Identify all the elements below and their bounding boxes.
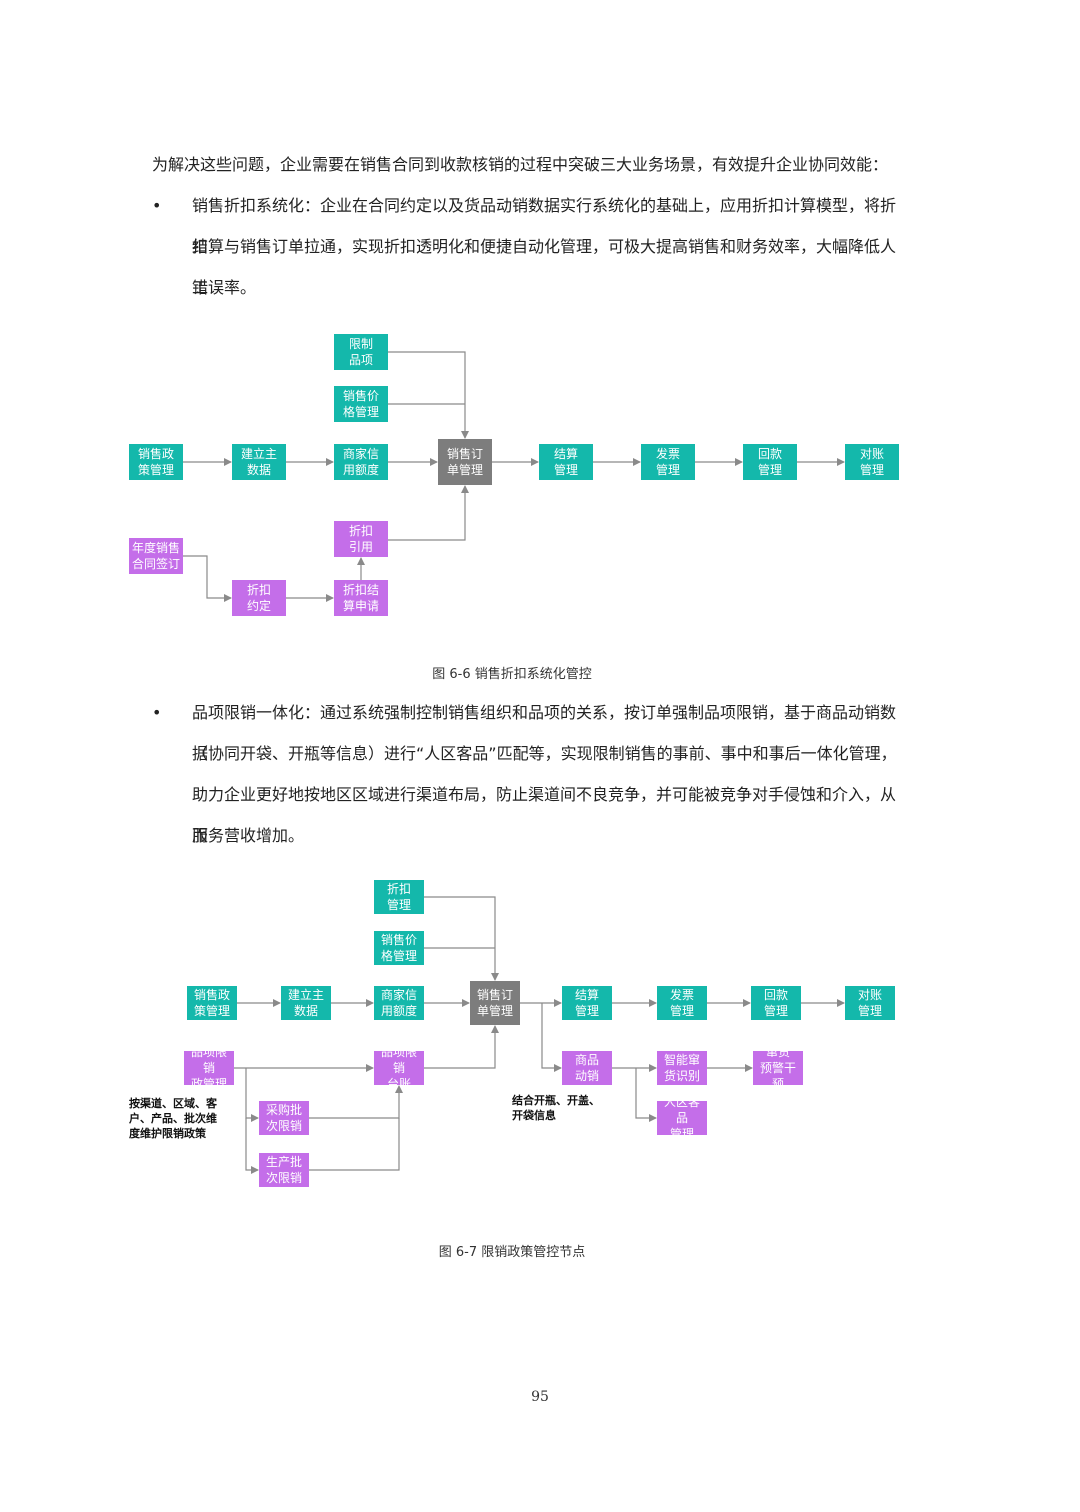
node-settlement: 结算管理 bbox=[539, 444, 593, 480]
node-discount-ref: 折扣引用 bbox=[334, 521, 388, 557]
node-limit-items: 限制品项 bbox=[334, 334, 388, 370]
node-price-mgmt-2: 销售价格管理 bbox=[374, 931, 424, 965]
intro-paragraph: 为解决这些问题，企业需要在销售合同到收款核销的过程中突破三大业务场景，有效提升企… bbox=[152, 155, 889, 174]
f2-arrow-ledger-order bbox=[424, 1025, 499, 1069]
note-left: 按渠道、区域、客 户、产品、批次维 度维护限销政策 bbox=[129, 1097, 217, 1140]
f1-arrow-contract-agree bbox=[183, 555, 232, 602]
node-invoice-2: 发票管理 bbox=[657, 986, 707, 1020]
node-price-mgmt: 销售价格管理 bbox=[334, 386, 388, 422]
section1-line3: 错误率。 bbox=[192, 278, 257, 297]
f1-arrow-ref-order bbox=[388, 485, 469, 541]
section2-line1: 品项限销一体化：通过系统强制控制销售组织和品项的关系，按订单强制品项限销，基于商… bbox=[192, 703, 897, 763]
node-warning: 窜货预警干预 bbox=[753, 1045, 803, 1091]
node-discount-agree: 折扣约定 bbox=[232, 580, 286, 616]
figure2-caption: 图 6-7 限销政策管控节点 bbox=[438, 1245, 586, 1260]
node-policy-mgmt-2: 销售政策管理 bbox=[187, 986, 237, 1020]
node-policy-mgmt: 销售政策管理 bbox=[129, 444, 183, 480]
node-goods-sales: 商品动销 bbox=[562, 1051, 612, 1085]
f2-arrow-discount-order bbox=[424, 896, 499, 981]
node-master-data-2: 建立主数据 bbox=[281, 986, 331, 1020]
section2-line3: 助力企业更好地按地区区域进行渠道布局，防止渠道间不良竞争，并可能被竞争对手侵蚀和… bbox=[192, 785, 897, 845]
node-item-policy: 品项限销政管理 bbox=[184, 1045, 234, 1091]
bullet-marker-1: • bbox=[152, 196, 162, 215]
section2-line2: （协同开袋、开瓶等信息）进行“人区客品”匹配等，实现限制销售的事前、事中和事后一… bbox=[192, 744, 897, 763]
section1-line1: 销售折扣系统化：企业在合同约定以及货品动销数据实行系统化的基础上，应用折扣计算模… bbox=[192, 196, 897, 256]
node-payment-2: 回款管理 bbox=[751, 986, 801, 1020]
node-item-ledger: 品项限销台账 bbox=[374, 1045, 424, 1091]
node-purchase-batch: 采购批次限销 bbox=[259, 1101, 309, 1135]
node-discount-mgmt: 折扣管理 bbox=[374, 880, 424, 914]
node-order-mgmt-2: 销售订单管理 bbox=[470, 981, 520, 1025]
figure1-caption: 图 6-6 销售折扣系统化管控 bbox=[432, 667, 592, 682]
node-matching: 人区客品管理 bbox=[657, 1095, 707, 1141]
node-credit-limit-2: 商家信用额度 bbox=[374, 986, 424, 1020]
note-right: 结合开瓶、开盖、 开袋信息 bbox=[512, 1094, 600, 1122]
node-annual-contract: 年度销售合同签订 bbox=[129, 538, 183, 574]
f1-arrow-limit-order bbox=[388, 351, 469, 439]
node-reconcile-2: 对账管理 bbox=[845, 986, 895, 1020]
node-smart-detect: 智能窜货识别 bbox=[657, 1051, 707, 1085]
f2-arrow-order-goods bbox=[541, 1003, 562, 1072]
node-master-data: 建立主数据 bbox=[232, 444, 286, 480]
f2-arrow-goods-matching bbox=[635, 1068, 657, 1122]
node-payment: 回款管理 bbox=[743, 444, 797, 480]
page-number: 95 bbox=[531, 1389, 549, 1405]
node-invoice: 发票管理 bbox=[641, 444, 695, 480]
node-credit-limit: 商家信用额度 bbox=[334, 444, 388, 480]
node-order-mgmt: 销售订单管理 bbox=[438, 439, 492, 485]
section1-line2: 结算与销售订单拉通，实现折扣透明化和便捷自动化管理，可极大提高销售和财务效率，大… bbox=[192, 237, 897, 297]
node-discount-settle: 折扣结算申请 bbox=[334, 580, 388, 616]
node-reconcile: 对账管理 bbox=[845, 444, 899, 480]
section2-line4: 服务营收增加。 bbox=[192, 826, 305, 845]
node-settlement-2: 结算管理 bbox=[562, 986, 612, 1020]
bullet-marker-2: • bbox=[152, 703, 162, 722]
node-production-batch: 生产批次限销 bbox=[259, 1153, 309, 1187]
f2-line-production bbox=[309, 1118, 400, 1171]
